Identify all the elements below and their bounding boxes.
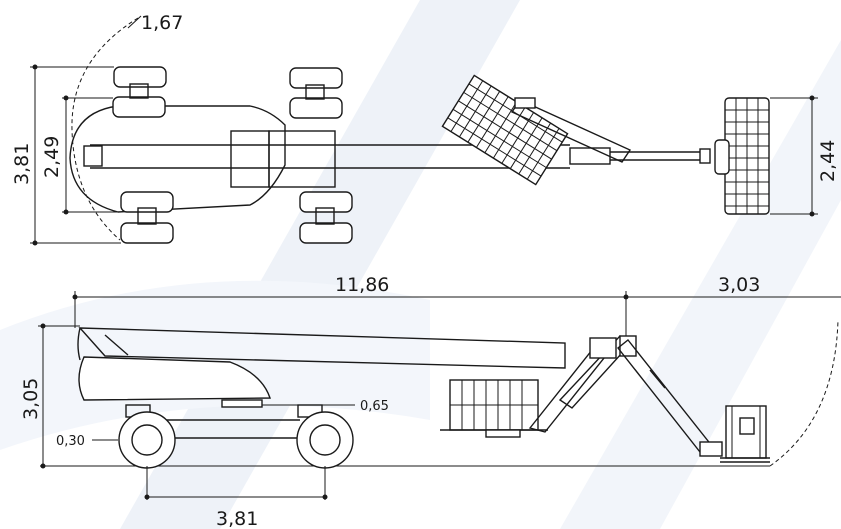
overall-width-label: 3,81 bbox=[11, 143, 33, 185]
top-view: 1,67 3,81 2,49 2,44 bbox=[11, 12, 839, 246]
overall-length-label: 11,86 bbox=[335, 274, 389, 296]
side-wheels bbox=[118, 404, 354, 469]
side-dimensions bbox=[38, 291, 841, 500]
platform-reach-label: 3,03 bbox=[718, 274, 760, 296]
reach-arc bbox=[769, 319, 839, 467]
side-chassis bbox=[78, 356, 271, 401]
top-rotated-platform bbox=[441, 74, 569, 186]
side-view: 11,86 3,03 3,05 0,65 0,30 3,81 bbox=[20, 274, 841, 529]
wheel-offset-label: 0,30 bbox=[56, 434, 85, 449]
side-stowed-platform bbox=[440, 379, 548, 438]
track-width-label: 2,49 bbox=[41, 136, 63, 178]
turret bbox=[230, 130, 270, 188]
platform-width-label: 2,44 bbox=[817, 140, 839, 182]
top-wheels bbox=[112, 66, 353, 244]
swing-radius-label: 1,67 bbox=[141, 12, 183, 34]
side-work-platform bbox=[720, 405, 770, 463]
top-platform bbox=[714, 97, 770, 215]
stowed-height-label: 3,05 bbox=[20, 378, 42, 420]
top-dimensions bbox=[30, 64, 818, 246]
main-boom bbox=[78, 327, 566, 369]
ground-clearance-label: 0,65 bbox=[360, 399, 389, 414]
swing-radius-arc bbox=[71, 17, 139, 241]
wheelbase-label: 3,81 bbox=[216, 508, 258, 529]
